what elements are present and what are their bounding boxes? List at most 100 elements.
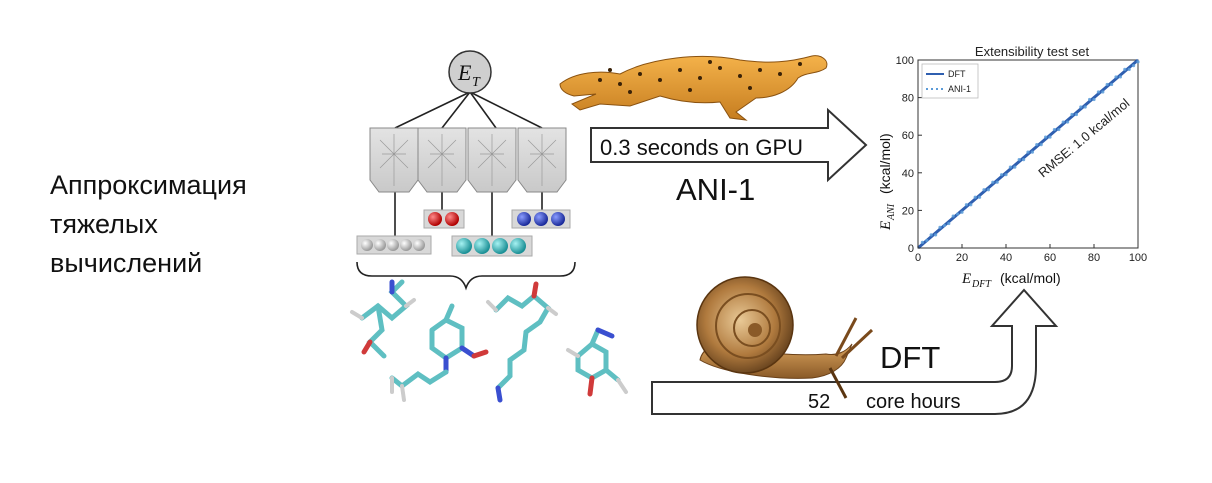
data-point-ani1 bbox=[969, 203, 973, 207]
data-point-ani1 bbox=[1052, 127, 1056, 132]
core-hours-number: 52 bbox=[808, 391, 830, 413]
data-point-ani1 bbox=[1070, 112, 1074, 117]
data-point-ani1 bbox=[951, 214, 955, 218]
data-point-ani1 bbox=[1026, 150, 1030, 154]
x-tick-label: 40 bbox=[1000, 252, 1012, 264]
x-tick-label: 100 bbox=[1129, 252, 1147, 264]
data-point-ani1 bbox=[1017, 158, 1021, 162]
atom-groups bbox=[356, 209, 571, 257]
data-point-ani1 bbox=[1096, 90, 1100, 94]
y-tick-label: 20 bbox=[902, 205, 914, 217]
chart-legend: DFT ANI-1 bbox=[921, 63, 979, 99]
x-axis-label-unit: (kcal/mol) bbox=[1000, 270, 1061, 286]
data-point-ani1 bbox=[1088, 97, 1092, 102]
nitrogen-atom-group bbox=[511, 209, 571, 229]
dft-label: DFT bbox=[880, 340, 940, 375]
x-tick-label: 80 bbox=[1088, 252, 1100, 264]
data-point-ani1 bbox=[1118, 75, 1122, 79]
data-point-ani1 bbox=[1022, 158, 1026, 162]
data-point-ani1 bbox=[1061, 120, 1065, 124]
molecule-brace bbox=[356, 261, 576, 291]
data-point-ani1 bbox=[982, 188, 986, 192]
data-point-ani1 bbox=[1101, 90, 1105, 94]
data-point-ani1 bbox=[995, 180, 999, 184]
data-point-ani1 bbox=[1110, 82, 1114, 87]
y-tick-label: 60 bbox=[902, 130, 914, 142]
data-point-ani1 bbox=[1057, 127, 1061, 132]
y-axis-label: E ANI (kcal/mol) bbox=[877, 133, 897, 231]
hydrogen-atom-group bbox=[356, 235, 432, 255]
data-point-ani1 bbox=[1105, 82, 1109, 87]
data-point-ani1 bbox=[1044, 135, 1048, 139]
data-point-ani1 bbox=[1127, 67, 1131, 71]
data-point-ani1 bbox=[1035, 143, 1039, 147]
data-point-ani1 bbox=[964, 203, 969, 207]
data-point-ani1 bbox=[978, 195, 982, 199]
core-hours-unit: core hours bbox=[866, 391, 961, 413]
data-point-ani1 bbox=[1066, 120, 1070, 124]
data-point-ani1 bbox=[934, 233, 938, 237]
data-point-ani1 bbox=[956, 212, 960, 216]
y-tick-label: 80 bbox=[902, 93, 914, 105]
data-point-ani1 bbox=[1079, 105, 1083, 109]
data-point-ani1 bbox=[920, 240, 925, 244]
data-point-ani1 bbox=[925, 238, 929, 243]
data-point-ani1 bbox=[1000, 173, 1004, 177]
caption-line-3: вычислений bbox=[50, 248, 203, 278]
data-point-ani1 bbox=[1008, 165, 1013, 169]
molecule-structures bbox=[350, 279, 628, 403]
output-energy-node: E T bbox=[448, 50, 492, 94]
molecule-2 bbox=[389, 303, 489, 402]
data-point-ani1 bbox=[1048, 135, 1052, 139]
y-axis-label-unit: (kcal/mol) bbox=[877, 133, 893, 194]
carbon-atom-group bbox=[451, 235, 533, 257]
data-point-ani1 bbox=[960, 210, 964, 214]
chart-title: Extensibility test set bbox=[975, 44, 1090, 59]
data-point-ani1 bbox=[1039, 143, 1043, 147]
data-point-ani1 bbox=[1004, 173, 1008, 177]
x-tick-label: 60 bbox=[1044, 252, 1056, 264]
data-point-ani1 bbox=[1013, 165, 1017, 169]
data-point-ani1 bbox=[991, 180, 995, 184]
fast-arrow-label: 0.3 seconds on GPU bbox=[600, 135, 803, 160]
data-point-ani1 bbox=[1132, 64, 1136, 68]
neural-network: E T bbox=[356, 50, 576, 291]
atomic-network-box bbox=[417, 127, 467, 193]
oxygen-atom-group bbox=[423, 209, 465, 229]
chart-marks bbox=[917, 58, 1140, 250]
ani1-label: ANI-1 bbox=[676, 172, 755, 207]
data-point-ani1 bbox=[1114, 75, 1118, 79]
y-tick-label: 40 bbox=[902, 168, 914, 180]
y-axis-label-sub: ANI bbox=[886, 203, 897, 221]
molecule-4 bbox=[566, 327, 628, 397]
legend-label-dft: DFT bbox=[948, 69, 966, 79]
slow-arrow bbox=[651, 288, 1059, 415]
data-point-ani1 bbox=[1123, 67, 1127, 71]
data-point-ani1 bbox=[1136, 60, 1140, 64]
data-point-ani1 bbox=[1092, 97, 1096, 102]
data-point-ani1 bbox=[986, 188, 991, 192]
data-point-ani1 bbox=[973, 195, 977, 199]
data-point-ani1 bbox=[938, 225, 942, 229]
data-point-ani1 bbox=[1083, 105, 1087, 109]
data-point-ani1 bbox=[929, 233, 933, 237]
y-tick-label: 0 bbox=[908, 243, 914, 255]
x-tick-label: 20 bbox=[956, 252, 968, 264]
data-point-ani1 bbox=[1074, 112, 1078, 117]
slide-caption: Аппроксимация тяжелых вычислений bbox=[50, 166, 247, 283]
x-axis-label-sub: DFT bbox=[971, 279, 992, 290]
energy-label: E bbox=[457, 60, 472, 85]
x-axis-label: E DFT (kcal/mol) bbox=[961, 270, 1061, 290]
x-axis-label-base: E bbox=[961, 271, 971, 287]
atomic-networks bbox=[369, 127, 567, 193]
atomic-network-box bbox=[369, 127, 419, 193]
atomic-network-box bbox=[467, 127, 517, 193]
legend-label-ani1: ANI-1 bbox=[948, 84, 971, 94]
fast-arrow: 0.3 seconds on GPU bbox=[590, 107, 868, 183]
network-connectors bbox=[394, 91, 543, 236]
energy-subscript: T bbox=[472, 75, 481, 90]
